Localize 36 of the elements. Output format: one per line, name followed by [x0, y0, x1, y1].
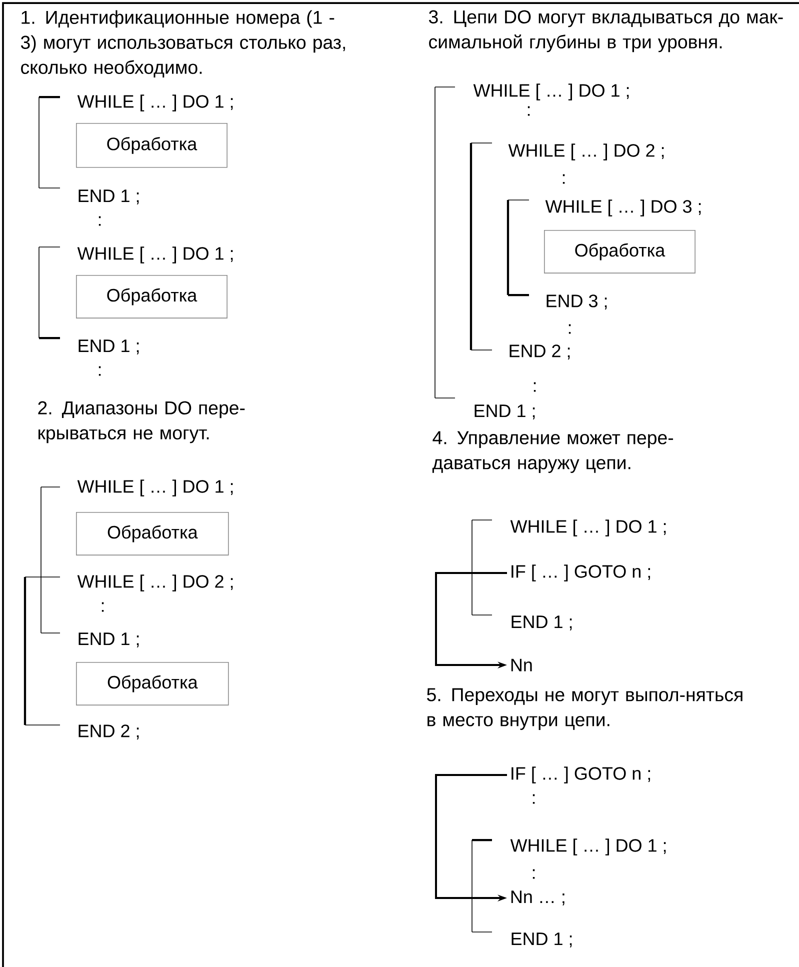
- note-text: 2. Диапазоны DO пере-крываться не могут.: [38, 401, 245, 444]
- code-line: END 2 ;: [510, 344, 570, 360]
- code-line: WHILE [ … ] DO 1 ;: [510, 520, 666, 536]
- code-line: Nn: [511, 658, 532, 672]
- process-box: Обработка: [544, 230, 696, 274]
- process-box: Обработка: [76, 123, 228, 168]
- code-line: END 2 ;: [78, 724, 139, 740]
- process-box: Обработка: [76, 275, 228, 318]
- code-line: END 1 ;: [512, 616, 572, 630]
- note-text: 3. Цепи DO могут вкладываться до мак-симальной глубины в три уровня.: [428, 10, 783, 52]
- continuation-dots: :: [532, 794, 535, 804]
- code-line: WHILE [ … ] DO 2 ;: [77, 574, 233, 592]
- code-line: END 1 ;: [78, 190, 139, 204]
- process-box: Обработка: [76, 662, 229, 706]
- continuation-dots: :: [532, 869, 535, 879]
- code-line: IF [ … ] GOTO n ;: [512, 766, 650, 784]
- code-line: END 1 ;: [474, 404, 535, 420]
- code-line: WHILE [ … ] DO 1 ;: [510, 838, 666, 856]
- note-text: 4. Управление может пере-даваться наружу цепи.: [432, 431, 674, 473]
- code-line: END 3 ;: [546, 294, 607, 310]
- code-line: Nn … ;: [511, 890, 564, 906]
- code-line: END 1 ;: [78, 340, 139, 354]
- code-line: WHILE [ … ] DO 1 ;: [473, 84, 629, 100]
- note-text: 5. Переходы не могут выпол-няться в место внутри цепи.: [427, 688, 742, 730]
- process-box: Обработка: [76, 512, 229, 556]
- continuation-dots: :: [98, 216, 101, 226]
- continuation-dots: :: [568, 324, 571, 334]
- continuation-dots: :: [102, 602, 104, 612]
- code-line: END 1 ;: [512, 932, 572, 948]
- continuation-dots: :: [98, 366, 101, 376]
- code-line: WHILE [ … ] DO 2 ;: [508, 144, 664, 160]
- continuation-dots: :: [528, 106, 530, 116]
- continuation-dots: :: [562, 174, 565, 184]
- code-line: IF [ … ] GOTO n ;: [512, 564, 650, 582]
- continuation-dots: :: [534, 382, 536, 392]
- note-text: 1. Идентификационные номера (1 - 3) могут использоваться столько раз, сколько необходимо.: [20, 10, 345, 78]
